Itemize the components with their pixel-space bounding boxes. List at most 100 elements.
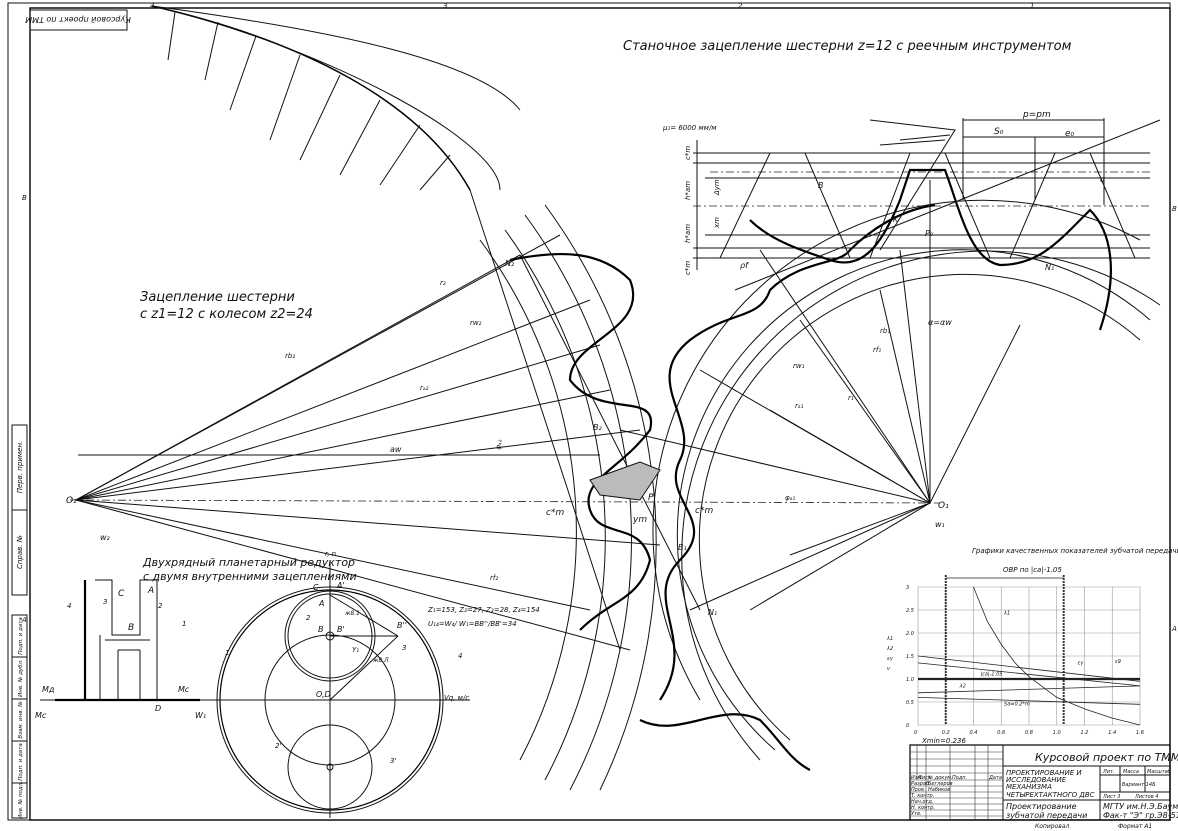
planetary-numbers-0: 1 [225,649,229,657]
planetary-points-6: B'' [397,621,407,630]
title-block-lit: Лит. [1102,769,1115,775]
labels-rw1: rw₁ [793,362,805,370]
planetary-moments-0: Mд [42,685,55,694]
chart-xtick: 0.4 [970,730,978,736]
pinion-radii [75,234,931,651]
labels-rf1: rf₁ [873,346,881,354]
title-block-mass: Масса [1123,769,1139,775]
chart-series-line [973,586,1141,726]
title-block-org1: МГТУ им.Н.Э.Баумана [1103,802,1178,811]
planetary-v1: Y₁ [352,646,359,654]
title-block-scale: Масштаб [1147,769,1171,775]
title-block-roles-2: Т. контр. [911,793,934,799]
side-stamps-1: Справ. № [16,535,24,569]
chart-series-label: Sa=0.2*m [1004,702,1030,708]
planetary-moments-1: Mс [35,711,47,720]
chart-annotation: ОВР по |ca|-1.05 [1003,566,1062,574]
chart-ylegend: εγ [887,656,894,662]
chart-ylegend: λ2 [886,646,893,652]
labels-rf2: rf₂ [490,574,498,582]
format-label: Формат А1 [1118,823,1152,830]
title-block-cols-4: Дата [988,775,1002,781]
labels-alpha: α [1100,175,1106,184]
planetary-points-3: D [155,704,161,713]
labels-ham1: h*am [684,181,692,200]
zone-right-b: B [1172,205,1177,213]
chart-xtick: 1.4 [1108,730,1116,736]
geometry-labels: O₂ O₁ N₂ N₁ N₁ w₂ w₁ aw c*m c*m ym P B₂ … [66,110,1106,617]
headings: Станочное зацепление шестерни z=12 с рее… [140,39,1072,583]
zone-left-b: B [22,194,27,202]
chart-ytick: 2.0 [906,631,914,637]
title-block-names-0: Беглеров [928,781,953,787]
labels-rw2: rw₂ [470,319,482,327]
labels-ra1: rₐ₁ [795,402,804,410]
planetary-w1: W₁ [195,711,206,720]
planetary-numbers-3: 4 [458,652,462,660]
labels-w2: w₂ [100,533,111,542]
inner-frame [29,7,1171,821]
planetary-vq: Vq, м/с [444,694,469,702]
labels-cm2: c*m [695,506,713,516]
top-stamp-box [29,9,128,31]
labels-K: K [893,215,899,224]
title-block-desc1: ПРОЕКТИРОВАНИЕ И [1006,769,1082,777]
quality-chart: Графики качественных показателей зубчато… [886,547,1178,745]
title-block-cols-3: Подп. [952,775,967,781]
side-stamps-2: Подп. и дата [18,617,24,655]
chart-ytick: 3 [906,585,909,591]
labels-S0: S₀ [994,127,1004,137]
title-block-names-1: Набиков [928,787,950,793]
side-stamps-6: Инв. № подл. [18,781,24,819]
planetary-points-0: C [118,589,125,599]
title-block-roles-5: Утв. [911,811,922,817]
labels-rb1: rb₁ [880,327,890,335]
planetary-scheme: C A B D 1 2 3 4 Mд Mс Mс W₁ r, n C A' A … [35,550,540,818]
labels-phi1: φₐ₁ [785,494,795,502]
chart-series-label: λ1 [1003,611,1010,617]
chart-title: Графики качественных показателей зубчато… [972,547,1178,555]
title-block-mass-val: Вариант 14Б [1122,782,1156,788]
pinion-teeth [509,252,653,631]
planetary-teeth-counts: Z₁=153, Z₂=27, Z₃=28, Z₄=154 [427,606,540,614]
chart-series-line [917,685,1141,694]
planetary-heading-1: Двухрядный планетарный редуктор [142,556,355,569]
labels-ra2: rₐ₂ [420,384,429,392]
planetary-moments-1: Mс [178,685,190,694]
labels-phi2: φₐ₂ [494,439,504,451]
mesh-heading-2: с z1=12 с колесом z2=24 [140,307,313,322]
chart-series-label: εγ [1078,660,1085,666]
labels-dym: Δym [713,179,721,196]
chart-ylegend: λ1 [886,636,893,642]
chart-xtick: 0 [914,730,917,736]
zone-top-2: 2 [738,2,743,10]
planetary-numbers-1: 2 [306,614,311,622]
labels-cm-top: c*m [684,146,692,160]
title-block-sheet: Лист 3 [1102,794,1120,800]
zone-right-a: A [1171,625,1177,633]
chart-xtick: 0.2 [942,730,950,736]
labels-w1: w₁ [935,520,945,529]
chart-ytick: 2.5 [906,608,914,614]
labels-O2: O₂ [66,496,77,506]
title-block: Изм.Лист № докум.Подп. Дата Разраб.Пров.… [909,744,1178,830]
labels-r2: r₂ [440,279,446,287]
pinion-circles [479,204,657,791]
labels-B1: B₁ [678,543,687,552]
centre-line [69,499,941,504]
chart-series-line [917,655,1141,682]
planetary-ratio: U₁₄=W₄/ W₁=BB''/BB'=34 [428,620,517,628]
planetary-points-1: A [318,599,324,608]
chart-series-line [917,662,1141,687]
rack-tool [693,118,1161,331]
zone-top-3: 3 [443,2,447,10]
chart-series-label: |ca|-1.05 [980,671,1002,677]
planetary-points-2: B [318,625,324,634]
labels-p-pm: p=pm [1022,110,1051,120]
title-block-roles-3: Нач.отд. [911,799,933,805]
mesh-heading-1: Зацепление шестерни [140,290,295,305]
labels-O1: O₁ [938,501,949,511]
planetary-numbers-4: 2' [275,742,281,750]
title-block-cols-2: № докум. [927,775,953,781]
